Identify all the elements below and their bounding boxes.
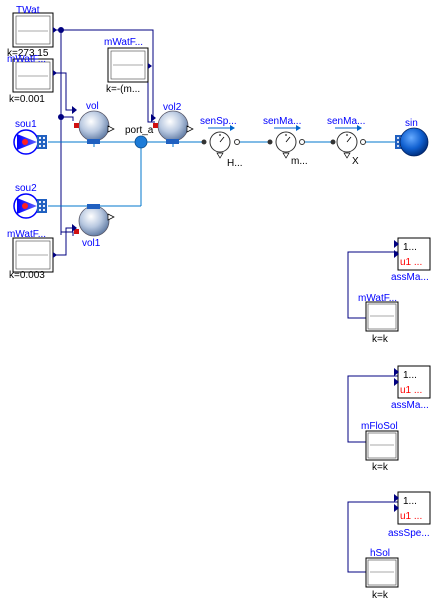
sou1-source[interactable]: sou1 xyxy=(13,119,47,155)
mwatf-r-block[interactable]: mWatF... k=k xyxy=(358,293,399,345)
assert-3-name: assSpe... xyxy=(388,528,430,539)
assert-block-3[interactable]: 1... u1 ... assSpe... xyxy=(388,491,431,539)
hsol-name: hSol xyxy=(370,548,390,559)
sou2-label: sou2 xyxy=(15,183,37,194)
assert-block-1[interactable]: 1... u1 ... assMa... xyxy=(391,237,431,283)
assert-2-name: assMa... xyxy=(391,400,429,411)
sou2-source[interactable]: sou2 xyxy=(13,183,47,219)
assert-1-in2: u1 ... xyxy=(400,257,422,268)
twat-block[interactable]: TWat k=273.15 xyxy=(7,5,57,59)
senma2-out: X xyxy=(352,156,359,167)
port-a-label: port_a xyxy=(125,125,154,136)
senma2-sensor[interactable]: senMa... X xyxy=(327,116,366,167)
twat-param: k=273.15 xyxy=(7,48,49,59)
mwatf-bot-name: mWatF... xyxy=(7,229,46,240)
signal-wires xyxy=(53,29,400,573)
sensp-sensor[interactable]: senSp... H... xyxy=(200,116,243,169)
mflosol-param: k=k xyxy=(372,462,389,473)
vol2-label: vol2 xyxy=(163,102,182,113)
mwatf-mid-block[interactable]: mWatF... k=-(m... xyxy=(104,37,152,95)
sin-sink[interactable]: sin xyxy=(395,118,429,157)
mwatf-bot-block[interactable]: mWatF... k=0.003 xyxy=(7,229,57,281)
mwatf-r-param: k=k xyxy=(372,334,389,345)
mflosol-block[interactable]: mFloSol k=k xyxy=(361,421,399,473)
mflosol-name: mFloSol xyxy=(361,421,398,432)
port-a-connector[interactable]: port_a xyxy=(125,125,154,149)
mwatf-bot-param: k=0.003 xyxy=(9,270,45,281)
vol1-label: vol1 xyxy=(82,238,101,249)
sin-label: sin xyxy=(405,118,418,129)
vol-label: vol xyxy=(86,101,99,112)
sensp-name: senSp... xyxy=(200,116,237,127)
hsol-block[interactable]: hSol k=k xyxy=(365,548,399,601)
sensp-out: H... xyxy=(227,158,243,169)
mwatf-r-name: mWatF... xyxy=(358,293,397,304)
fluid-wires xyxy=(48,141,397,211)
vol2-volume[interactable]: vol2 xyxy=(151,102,194,144)
junction-dots xyxy=(58,27,64,120)
hsol-param: k=k xyxy=(372,590,389,601)
mwatf-top-name: mWatF... xyxy=(7,54,46,65)
vol1-volume[interactable]: vol1 xyxy=(72,204,115,249)
assert-3-in2: u1 ... xyxy=(400,511,422,522)
mwatf-top-block[interactable]: mWatF... k=0.001 xyxy=(7,54,57,105)
assert-3-in1: 1... xyxy=(403,496,417,507)
mwatf-top-param: k=0.001 xyxy=(9,94,45,105)
senma1-sensor[interactable]: senMa... m... xyxy=(263,116,308,167)
assert-2-in1: 1... xyxy=(403,370,417,381)
twat-name: TWat xyxy=(16,5,40,16)
senma1-out: m... xyxy=(291,156,308,167)
senma2-name: senMa... xyxy=(327,116,365,127)
assert-1-name: assMa... xyxy=(391,272,429,283)
mwatf-mid-param: k=-(m... xyxy=(106,84,140,95)
mwatf-mid-name: mWatF... xyxy=(104,37,143,48)
assert-1-in1: 1... xyxy=(403,242,417,253)
assert-2-in2: u1 ... xyxy=(400,385,422,396)
assert-block-2[interactable]: 1... u1 ... assMa... xyxy=(391,365,431,411)
vol-volume[interactable]: vol xyxy=(72,101,115,144)
senma1-name: senMa... xyxy=(263,116,301,127)
sou1-label: sou1 xyxy=(15,119,37,130)
